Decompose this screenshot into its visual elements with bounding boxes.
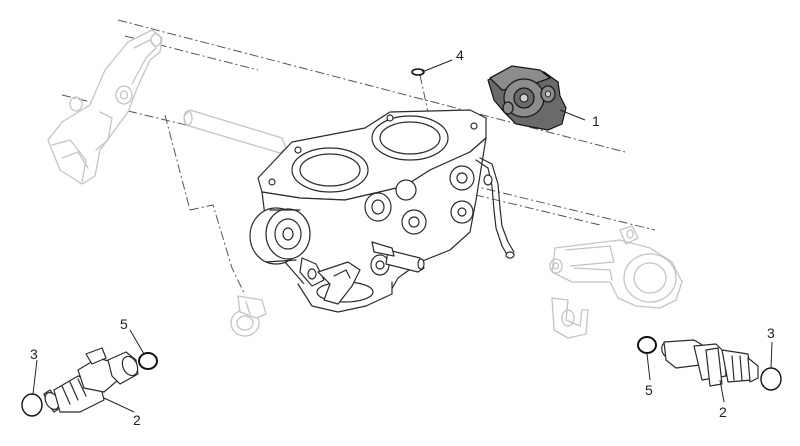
throttle-body	[249, 109, 515, 313]
callout-2-left: 2	[133, 412, 141, 428]
ghost-connecting-rod	[183, 109, 287, 154]
leader-lines	[32, 59, 773, 413]
ghost-hose-clip	[230, 295, 267, 337]
right-fuel-injector	[661, 339, 759, 387]
callout-3-left: 3	[30, 346, 38, 362]
right-injector-o-ring-3	[760, 367, 782, 391]
ghost-right-clip	[551, 297, 589, 339]
ghost-right-bracket	[549, 225, 683, 309]
callout-1: 1	[592, 113, 600, 129]
callout-labels: 1 4 5 3 2 5 2 3	[30, 47, 775, 428]
callout-5-right: 5	[645, 382, 653, 398]
small-o-ring-seal	[411, 68, 425, 76]
left-injector-o-ring-3	[21, 393, 43, 417]
ghost-throttle-bracket	[47, 29, 163, 185]
callout-2-right: 2	[719, 404, 727, 420]
callout-4: 4	[456, 47, 464, 63]
left-injector-o-ring-5	[138, 352, 158, 370]
right-injector-o-ring-5	[637, 336, 657, 354]
throttle-position-sensor	[487, 65, 567, 131]
left-fuel-injector	[43, 347, 139, 413]
callout-3-right: 3	[767, 325, 775, 341]
callout-5-left: 5	[120, 316, 128, 332]
